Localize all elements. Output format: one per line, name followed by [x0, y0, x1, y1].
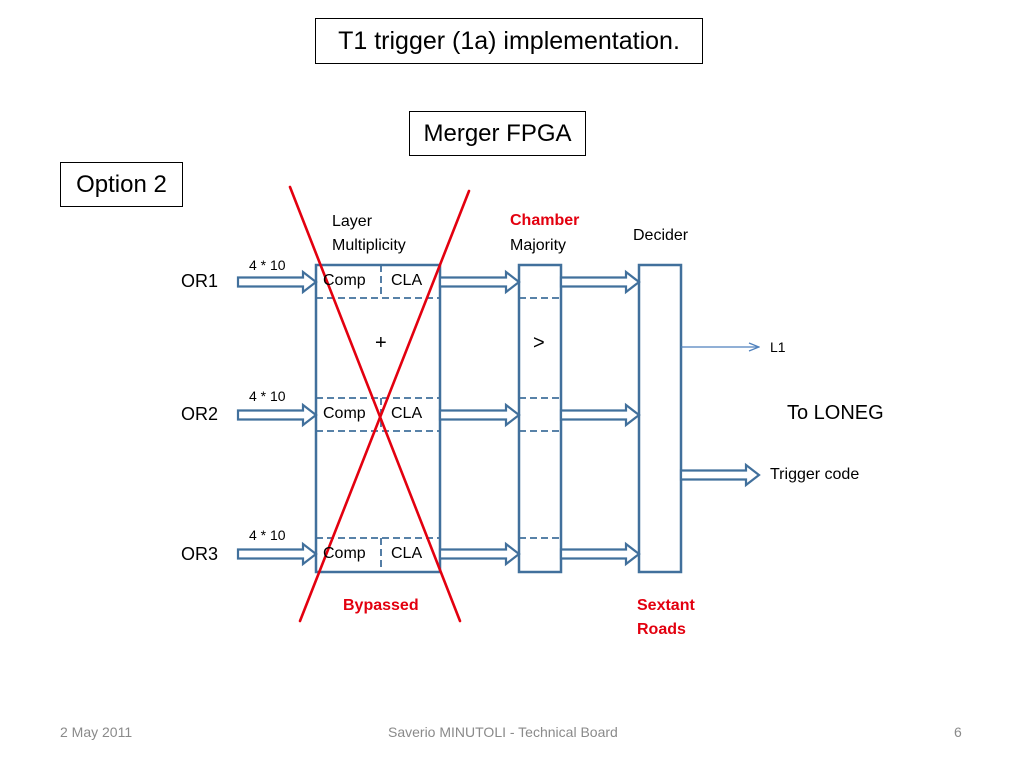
- layer-multiplicity-label-line1: Layer: [332, 213, 373, 230]
- input-or1-width: 4 * 10: [249, 257, 286, 273]
- bypassed-note: Bypassed: [343, 597, 419, 614]
- destination-label: To LONEG: [787, 402, 884, 424]
- sextant-note-line1: Sextant: [637, 597, 695, 614]
- input-or2-width: 4 * 10: [249, 388, 286, 404]
- layer-multiplicity-label-line2: Multiplicity: [332, 237, 406, 254]
- comp-cell-1: Comp: [323, 272, 366, 289]
- bypass-cross: [288, 185, 471, 623]
- trigger-code-label: Trigger code: [770, 466, 860, 483]
- slide-title: T1 trigger (1a) implementation.: [315, 18, 703, 64]
- arrow-or1-in: [236, 269, 318, 295]
- chamber-majority-dividers: [519, 297, 561, 539]
- arrow-lm-cm-3: [438, 541, 521, 567]
- chamber-label: Chamber: [510, 212, 580, 229]
- majority-label: Majority: [510, 237, 567, 254]
- option-label: Option 2: [60, 162, 183, 207]
- comp-cell-2: Comp: [323, 405, 366, 422]
- arrow-cm-dec-2: [559, 402, 641, 428]
- cla-cell-2: CLA: [391, 405, 423, 422]
- footer-author: Saverio MINUTOLI - Technical Board: [388, 724, 618, 740]
- arrow-or2-in: [236, 402, 318, 428]
- cla-cell-3: CLA: [391, 545, 423, 562]
- decider-block: [637, 263, 683, 574]
- double-arrows: [236, 269, 761, 567]
- decider-label: Decider: [633, 227, 689, 244]
- arrow-cm-dec-3: [559, 541, 641, 567]
- input-or1-label: OR1: [181, 271, 219, 291]
- input-or3-width: 4 * 10: [249, 527, 286, 543]
- l1-output-label: L1: [770, 339, 786, 355]
- plus-operator: +: [375, 332, 387, 354]
- arrow-trigger-code: [679, 462, 761, 488]
- arrow-lm-cm-2: [438, 402, 521, 428]
- arrow-cm-dec-1: [559, 269, 641, 295]
- arrow-or3-in: [236, 541, 318, 567]
- input-or2-label: OR2: [181, 404, 219, 424]
- merger-fpga-label: Merger FPGA: [409, 111, 586, 156]
- comp-cell-3: Comp: [323, 545, 366, 562]
- footer-page-number: 6: [954, 724, 962, 740]
- sextant-note-line2: Roads: [637, 621, 686, 638]
- chamber-majority-block: [517, 263, 563, 574]
- input-or3-label: OR3: [181, 544, 219, 564]
- cla-cell-1: CLA: [391, 272, 423, 289]
- footer-date: 2 May 2011: [60, 724, 133, 740]
- arrow-lm-cm-1: [438, 269, 521, 295]
- greater-operator: >: [533, 332, 545, 354]
